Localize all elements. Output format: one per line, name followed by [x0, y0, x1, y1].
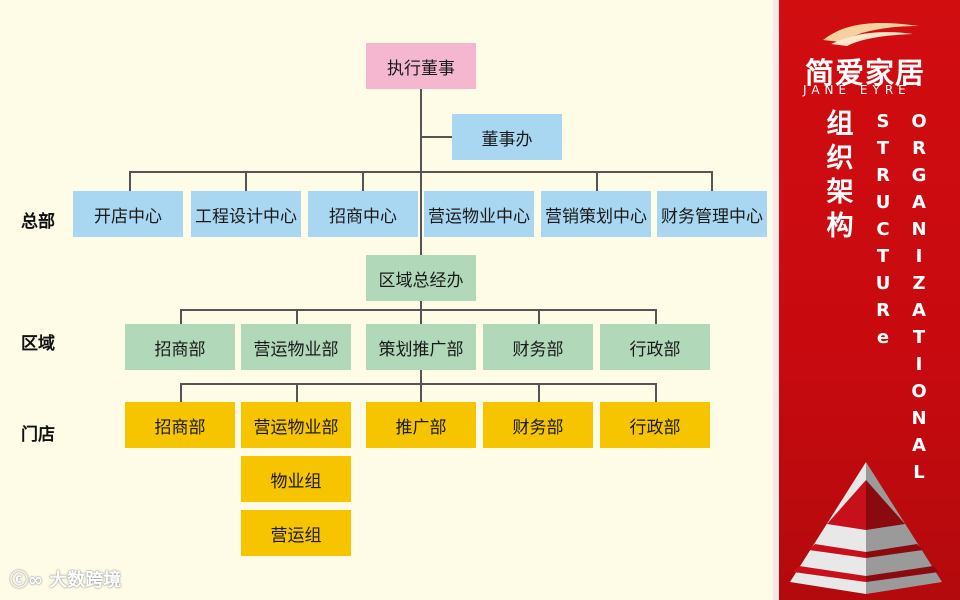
hq-center-box: 财务管理中心 — [657, 191, 767, 237]
connector-line — [420, 383, 422, 402]
connector-line — [129, 171, 131, 191]
hq-center-box: 营运物业中心 — [424, 191, 534, 237]
sidebar-edge — [773, 0, 779, 600]
title-letter: e — [873, 324, 893, 351]
title-letter: S — [873, 108, 893, 135]
title-letter: R — [873, 297, 893, 324]
title-char: 架 — [823, 176, 857, 210]
title-letter: I — [909, 243, 929, 270]
title-letter: R — [909, 135, 929, 162]
title-letter: A — [909, 189, 929, 216]
executive-director-box: 执行董事 — [366, 43, 476, 89]
hq-center-box: 开店中心 — [73, 191, 183, 237]
connector-line — [245, 171, 247, 191]
store-dept-box: 财务部 — [483, 402, 593, 448]
connector-line — [296, 309, 298, 324]
connector-line — [420, 136, 452, 138]
watermark-text: 大数跨境 — [49, 570, 121, 591]
title-letter: G — [909, 162, 929, 189]
title-letter: N — [909, 405, 929, 432]
title-letter: U — [873, 189, 893, 216]
title-letter: N — [909, 216, 929, 243]
title-letter: A — [909, 297, 929, 324]
title-char: 组 — [823, 108, 857, 142]
title-structure-vertical: S T R U C T U R e — [873, 108, 893, 351]
store-dept-box: 行政部 — [600, 402, 710, 448]
title-letter: U — [873, 270, 893, 297]
title-sidebar: 简爱家居 JANE EYRE 组 织 架 构 S T R U C T U R e… — [773, 0, 960, 600]
region-dept-box: 财务部 — [483, 324, 593, 370]
title-char: 构 — [823, 210, 857, 244]
connector-line — [538, 383, 540, 402]
connector-line — [596, 171, 598, 191]
region-dept-box: 招商部 — [125, 324, 235, 370]
connector-line — [180, 383, 656, 385]
store-sub-group-box: 营运组 — [241, 510, 351, 556]
title-char: 织 — [823, 142, 857, 176]
connector-line — [180, 309, 656, 311]
title-letter: R — [873, 162, 893, 189]
title-letter: A — [909, 432, 929, 459]
title-letter: T — [909, 324, 929, 351]
connector-line — [655, 309, 657, 324]
region-dept-box: 策划推广部 — [366, 324, 476, 370]
pyramid-icon — [785, 462, 947, 594]
connector-line — [296, 383, 298, 402]
watermark: ⓒ∞ 大数跨境 — [10, 566, 121, 592]
title-letter: O — [909, 108, 929, 135]
title-letter: O — [909, 378, 929, 405]
connector-line — [129, 171, 712, 173]
regional-gm-office-box: 区域总经办 — [366, 255, 476, 301]
hq-center-box: 营销策划中心 — [541, 191, 651, 237]
store-sub-group-box: 物业组 — [241, 456, 351, 502]
title-letter: C — [873, 216, 893, 243]
level-label-hq: 总部 — [21, 207, 55, 232]
connector-line — [420, 89, 422, 257]
store-dept-box: 推广部 — [366, 402, 476, 448]
title-letter: Z — [909, 270, 929, 297]
level-label-store: 门店 — [21, 420, 55, 445]
level-label-region: 区域 — [21, 329, 55, 354]
watermark-logo-icon: ⓒ∞ — [10, 570, 49, 591]
brand-name-en: JANE EYRE — [803, 83, 911, 97]
hq-center-box: 工程设计中心 — [191, 191, 301, 237]
connector-line — [362, 171, 364, 191]
title-cn-vertical: 组 织 架 构 — [823, 108, 857, 244]
region-dept-box: 营运物业部 — [241, 324, 351, 370]
connector-line — [180, 383, 182, 402]
board-office-box: 董事办 — [452, 114, 562, 160]
title-letter: I — [909, 351, 929, 378]
brand-logo-icon — [821, 18, 921, 48]
hq-center-box: 招商中心 — [308, 191, 418, 237]
store-dept-box: 营运物业部 — [241, 402, 351, 448]
store-dept-box: 招商部 — [125, 402, 235, 448]
title-letter: T — [873, 243, 893, 270]
region-dept-box: 行政部 — [600, 324, 710, 370]
connector-line — [711, 171, 713, 191]
connector-line — [180, 309, 182, 324]
connector-line — [538, 309, 540, 324]
title-organizational-vertical: O R G A N I Z A T I O N A L — [909, 108, 929, 486]
title-letter: T — [873, 135, 893, 162]
connector-line — [655, 383, 657, 402]
